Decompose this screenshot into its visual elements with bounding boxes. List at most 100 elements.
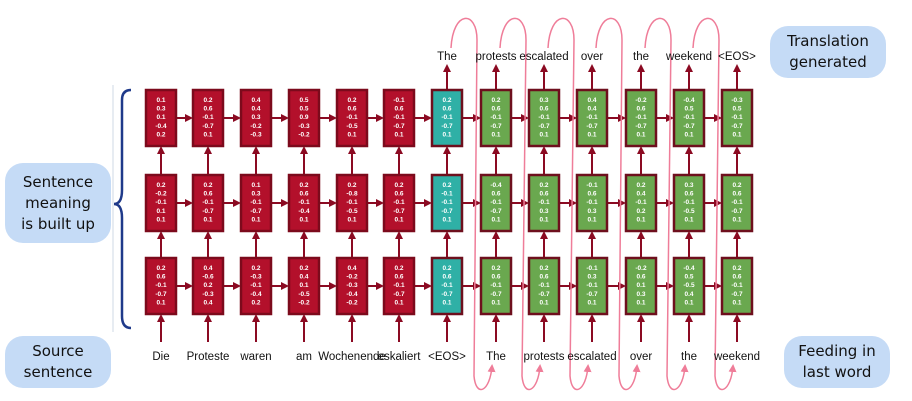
cell-value: 0.1 [732, 299, 741, 306]
cell-value: 0.2 [636, 208, 645, 215]
cell-value: 0.2 [299, 182, 308, 189]
cell-value: -0.1 [155, 199, 167, 206]
cell-value: 0.2 [394, 265, 403, 272]
hidden-state-cell: -0.40.5-0.50.40.1 [672, 256, 706, 316]
source-word: the [681, 351, 697, 363]
cell-value: 0.2 [442, 182, 451, 189]
cell-value: -0.1 [441, 114, 453, 121]
cell-value: 0.2 [347, 182, 356, 189]
feedback-loop-arrow [547, 17, 592, 391]
hidden-state-cell: 0.20.6-0.1-0.70.1 [527, 256, 561, 316]
cell-box [527, 173, 561, 233]
cell-value: -0.3 [346, 282, 358, 289]
cell-box [239, 173, 273, 233]
cell-box [672, 173, 706, 233]
cell-value: 0.2 [156, 265, 165, 272]
source-word: Wochenende [318, 351, 386, 363]
cell-value: 0.6 [491, 274, 500, 281]
cell-value: -0.7 [155, 291, 167, 298]
source-word: Die [152, 351, 169, 363]
cell-box [575, 88, 609, 148]
hidden-state-cell: -0.10.6-0.1-0.70.1 [382, 88, 416, 148]
source-word: over [630, 351, 653, 363]
hidden-state-cell: 0.20.6-0.1-0.70.1 [720, 173, 754, 233]
cell-value: -0.1 [393, 97, 405, 104]
cell-value: -0.2 [298, 131, 310, 138]
cell-value: 0.6 [203, 106, 212, 113]
cell-value: -0.1 [155, 282, 167, 289]
feedback-loop-arrow [692, 17, 737, 391]
cell-value: 0.1 [684, 216, 693, 223]
cell-value: -0.1 [731, 282, 743, 289]
cell-value: 0.2 [732, 182, 741, 189]
cell-value: 0.1 [442, 299, 451, 306]
cell-box [430, 173, 464, 233]
cell-box [191, 256, 225, 316]
cell-value: -0.1 [441, 282, 453, 289]
cell-value: 0.2 [299, 265, 308, 272]
cell-value: 0.6 [539, 274, 548, 281]
cell-value: -0.1 [538, 282, 550, 289]
cell-box [479, 173, 513, 233]
cell-value: -0.1 [202, 199, 214, 206]
hidden-state-cell: 0.20.6-0.1-0.70.1 [720, 256, 754, 316]
hidden-state-cell: 0.30.6-0.1-0.70.1 [527, 88, 561, 148]
cell-value: 0.2 [732, 265, 741, 272]
cell-value: 0.5 [684, 106, 693, 113]
cell-value: -0.1 [586, 182, 598, 189]
cell-value: -0.6 [202, 274, 214, 281]
output-word: The [437, 51, 457, 63]
cell-value: 0.4 [251, 106, 260, 113]
hidden-state-cell: 0.20.6-0.1-0.70.1 [191, 173, 225, 233]
cell-value: 0.3 [587, 208, 596, 215]
feedback-loop-arrow [499, 17, 544, 391]
hidden-state-cell: 0.10.30.1-0.40.2 [144, 88, 178, 148]
hidden-state-cell: 0.20.6-0.1-0.50.1 [335, 88, 369, 148]
cell-value: -0.3 [250, 274, 262, 281]
hidden-state-cell: 0.20.6-0.1-0.70.1 [479, 88, 513, 148]
cell-value: 0.6 [299, 191, 308, 198]
cell-value: -0.7 [586, 123, 598, 130]
cell-value: -0.7 [731, 208, 743, 215]
cell-value: -0.1 [346, 114, 358, 121]
cell-value: -0.7 [202, 208, 214, 215]
cell-value: 0.1 [442, 216, 451, 223]
cell-value: -0.3 [298, 123, 310, 130]
cell-value: -0.7 [441, 208, 453, 215]
cell-value: 0.6 [684, 191, 693, 198]
cell-value: -0.2 [250, 123, 262, 130]
cell-box [624, 173, 658, 233]
cell-value: 0.5 [684, 274, 693, 281]
cell-value: -0.1 [731, 114, 743, 121]
feedback-loop-arrow [595, 17, 641, 391]
cell-value: 0.3 [251, 191, 260, 198]
cell-value: -0.2 [155, 191, 167, 198]
cell-box [720, 256, 754, 316]
cell-value: 0.2 [203, 97, 212, 104]
cell-value: -0.1 [586, 114, 598, 121]
cell-value: 0.4 [347, 265, 356, 272]
cell-value: -0.1 [393, 114, 405, 121]
cell-value: 0.4 [636, 191, 645, 198]
hidden-state-cell: 0.20.6-0.1-0.70.1 [430, 256, 464, 316]
hidden-state-cell: 0.50.50.9-0.3-0.2 [287, 88, 321, 148]
cell-value: -0.4 [683, 265, 695, 272]
cell-value: 0.6 [587, 191, 596, 198]
cell-box [720, 88, 754, 148]
cell-value: 0.1 [442, 131, 451, 138]
hidden-state-cell: 0.20.6-0.1-0.40.1 [287, 173, 321, 233]
source-word: waren [239, 351, 271, 363]
cell-value: 0.1 [587, 216, 596, 223]
cell-box [575, 256, 609, 316]
feeding-last-word-label: Feeding in last word [784, 336, 890, 388]
cell-value: -0.1 [683, 199, 695, 206]
cell-value: 0.6 [539, 191, 548, 198]
cell-box [624, 256, 658, 316]
cell-value: 0.2 [156, 182, 165, 189]
cell-value: 0.5 [299, 106, 308, 113]
cell-value: 0.1 [684, 131, 693, 138]
cell-value: -0.1 [490, 282, 502, 289]
cell-box [335, 256, 369, 316]
cell-value: 0.1 [732, 131, 741, 138]
cell-value: -0.1 [635, 199, 647, 206]
